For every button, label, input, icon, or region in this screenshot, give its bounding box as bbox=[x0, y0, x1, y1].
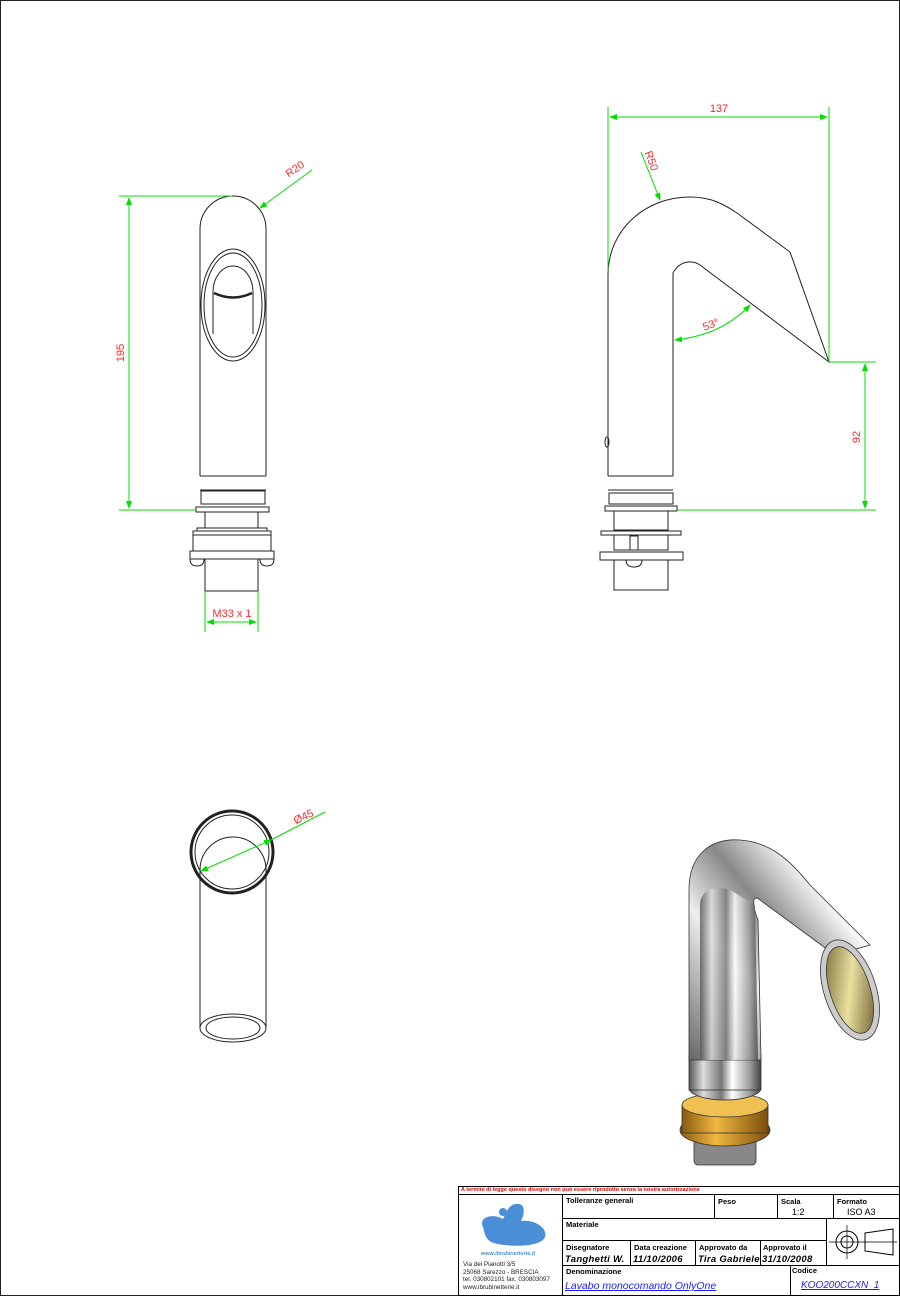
isometric-render bbox=[679, 839, 880, 1166]
front-outlet-outer bbox=[200, 248, 266, 362]
top-dimensions bbox=[200, 811, 326, 872]
dim-width-137: 137 bbox=[710, 103, 728, 115]
front-spout-body bbox=[199, 195, 267, 476]
dim-angle-53: 53° bbox=[701, 317, 721, 334]
approvato-da-label: Approvato da bbox=[699, 1243, 748, 1252]
company-address: Via dei Pianotti 3/5 25068 Sarezzo - BRE… bbox=[463, 1261, 550, 1291]
copyright-notice: A termini di legge questo disegno non pu… bbox=[461, 1187, 700, 1193]
tolleranze-label: Tolleranze generali bbox=[566, 1196, 634, 1205]
dim-diameter-45: Ø45 bbox=[292, 807, 316, 827]
denominazione-cell: Denominazione Lavabo monocomando OnlyOne bbox=[562, 1265, 791, 1296]
logo-website: www.ibrubinetterie.it bbox=[481, 1251, 536, 1257]
company-cell: www.ibrubinetterie.it Via dei Pianotti 3… bbox=[458, 1194, 563, 1296]
address-line: tel. 030802101 fax. 030803097 bbox=[463, 1276, 550, 1284]
scala-value: 1:2 bbox=[792, 1207, 805, 1217]
front-view bbox=[189, 195, 275, 592]
disegnatore-label: Disegnatore bbox=[566, 1243, 610, 1252]
data-creazione-label: Data creazione bbox=[634, 1243, 687, 1252]
address-line: 25068 Sarezzo - BRESCIA bbox=[463, 1268, 539, 1276]
codice-value: KOO200CCXN_1 bbox=[801, 1280, 880, 1291]
codice-label: Codice bbox=[792, 1266, 818, 1275]
data-creazione-cell: Data creazione 11/10/2006 bbox=[630, 1240, 696, 1266]
dim-radius-r50: R50 bbox=[642, 149, 660, 172]
side-dimensions bbox=[607, 107, 876, 511]
denominazione-value: Lavabo monocomando OnlyOne bbox=[565, 1280, 717, 1292]
approvato-da-cell: Approvato da Tira Gabriele bbox=[695, 1240, 761, 1266]
formato-label: Formato bbox=[837, 1197, 867, 1206]
first-angle-projection-icon bbox=[829, 1225, 897, 1259]
materiale-cell: Materiale bbox=[562, 1218, 827, 1241]
formato-cell: Formato ISO A3 bbox=[833, 1194, 900, 1219]
data-creazione-value: 11/10/2006 bbox=[633, 1254, 683, 1265]
formato-value: ISO A3 bbox=[847, 1207, 876, 1217]
projection-symbol-cell bbox=[826, 1218, 900, 1266]
side-view bbox=[599, 196, 831, 591]
peso-label: Peso bbox=[718, 1197, 736, 1206]
materiale-label: Materiale bbox=[566, 1220, 599, 1229]
dim-radius-r20: R20 bbox=[284, 159, 307, 180]
approvato-il-value: 31/10/2008 bbox=[762, 1254, 813, 1265]
disegnatore-cell: Disegnatore Tanghetti W. bbox=[562, 1240, 631, 1266]
approvato-il-cell: Approvato il 31/10/2008 bbox=[760, 1240, 827, 1266]
codice-cell: Codice KOO200CCXN_1 bbox=[790, 1265, 900, 1296]
dim-height-195: 195 bbox=[115, 344, 127, 362]
scala-cell: Scala 1:2 bbox=[777, 1194, 834, 1219]
dim-height-92: 92 bbox=[851, 431, 863, 443]
front-dimensions bbox=[119, 169, 313, 632]
dim-thread: M33 x 1 bbox=[212, 608, 251, 620]
tolleranze-cell: Tolleranze generali bbox=[562, 1194, 715, 1219]
approvato-il-label: Approvato il bbox=[763, 1243, 807, 1252]
scala-label: Scala bbox=[781, 1197, 801, 1206]
peso-cell: Peso bbox=[714, 1194, 778, 1219]
address-line: Via dei Pianotti 3/5 bbox=[463, 1261, 516, 1268]
denominazione-label: Denominazione bbox=[566, 1267, 622, 1276]
disegnatore-value: Tanghetti W. bbox=[565, 1254, 625, 1265]
approvato-da-value: Tira Gabriele bbox=[698, 1254, 760, 1265]
company-logo bbox=[482, 1203, 546, 1246]
side-spout-body bbox=[607, 196, 831, 476]
address-line: www.ibrubinetterie.it bbox=[463, 1283, 520, 1291]
top-view bbox=[189, 809, 275, 1043]
